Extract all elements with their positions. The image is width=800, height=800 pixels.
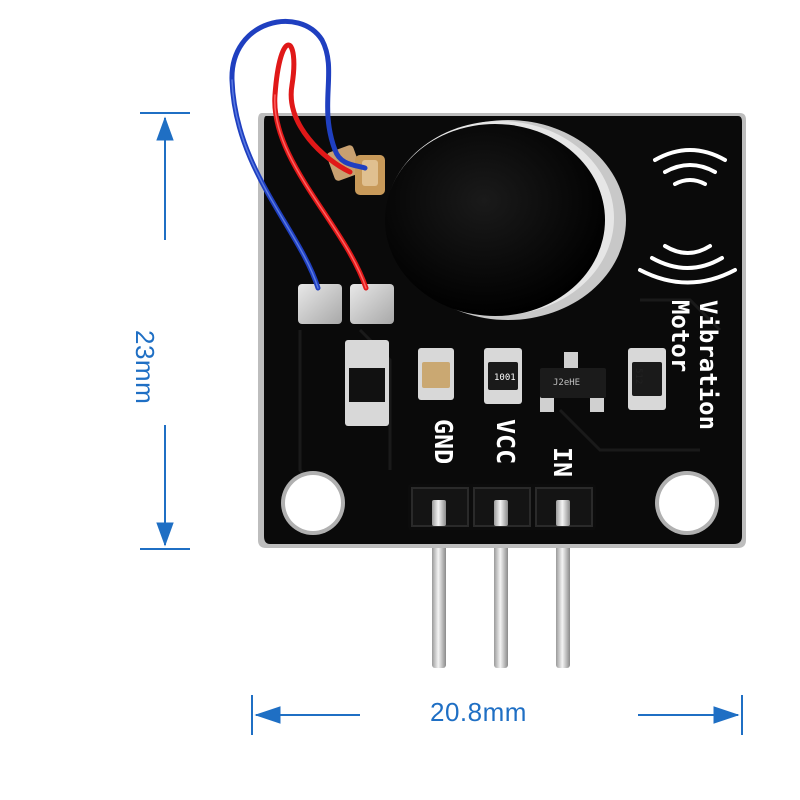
resistor-1-code: 1001 xyxy=(494,373,516,383)
motor-wires xyxy=(229,18,369,291)
vibration-wave-icon xyxy=(638,148,737,285)
pin-label-in: IN xyxy=(548,447,577,478)
board-title: Vibration Motor xyxy=(666,300,722,430)
board-title-line-2: Motor xyxy=(666,300,694,373)
pin-in xyxy=(556,520,570,668)
coin-vibration-motor xyxy=(385,120,626,320)
width-dimension-arrow xyxy=(251,695,743,735)
transistor-code: J2eHE xyxy=(553,378,581,388)
dimension-arrows xyxy=(140,112,743,735)
pin-label-gnd: GND xyxy=(429,419,458,465)
resistor-2-code: 512 xyxy=(633,368,643,385)
header-pins xyxy=(432,520,570,668)
board-title-line-1: Vibration xyxy=(694,300,722,431)
mounting-holes xyxy=(281,471,719,535)
smd-transistor xyxy=(540,352,606,412)
pin-vcc xyxy=(494,520,508,668)
pin-gnd xyxy=(432,520,446,668)
smd-diode xyxy=(345,340,389,426)
smd-capacitor xyxy=(418,348,454,400)
smd-resistor-2 xyxy=(628,348,666,410)
pin-header xyxy=(408,484,596,530)
wire-pads xyxy=(298,284,394,324)
height-dimension-arrow xyxy=(140,112,190,550)
width-dimension-label: 20.8mm xyxy=(430,697,527,727)
smd-resistor-1 xyxy=(484,348,522,404)
height-dimension-label: 23mm xyxy=(130,330,160,405)
pin-label-vcc: VCC xyxy=(491,419,520,465)
